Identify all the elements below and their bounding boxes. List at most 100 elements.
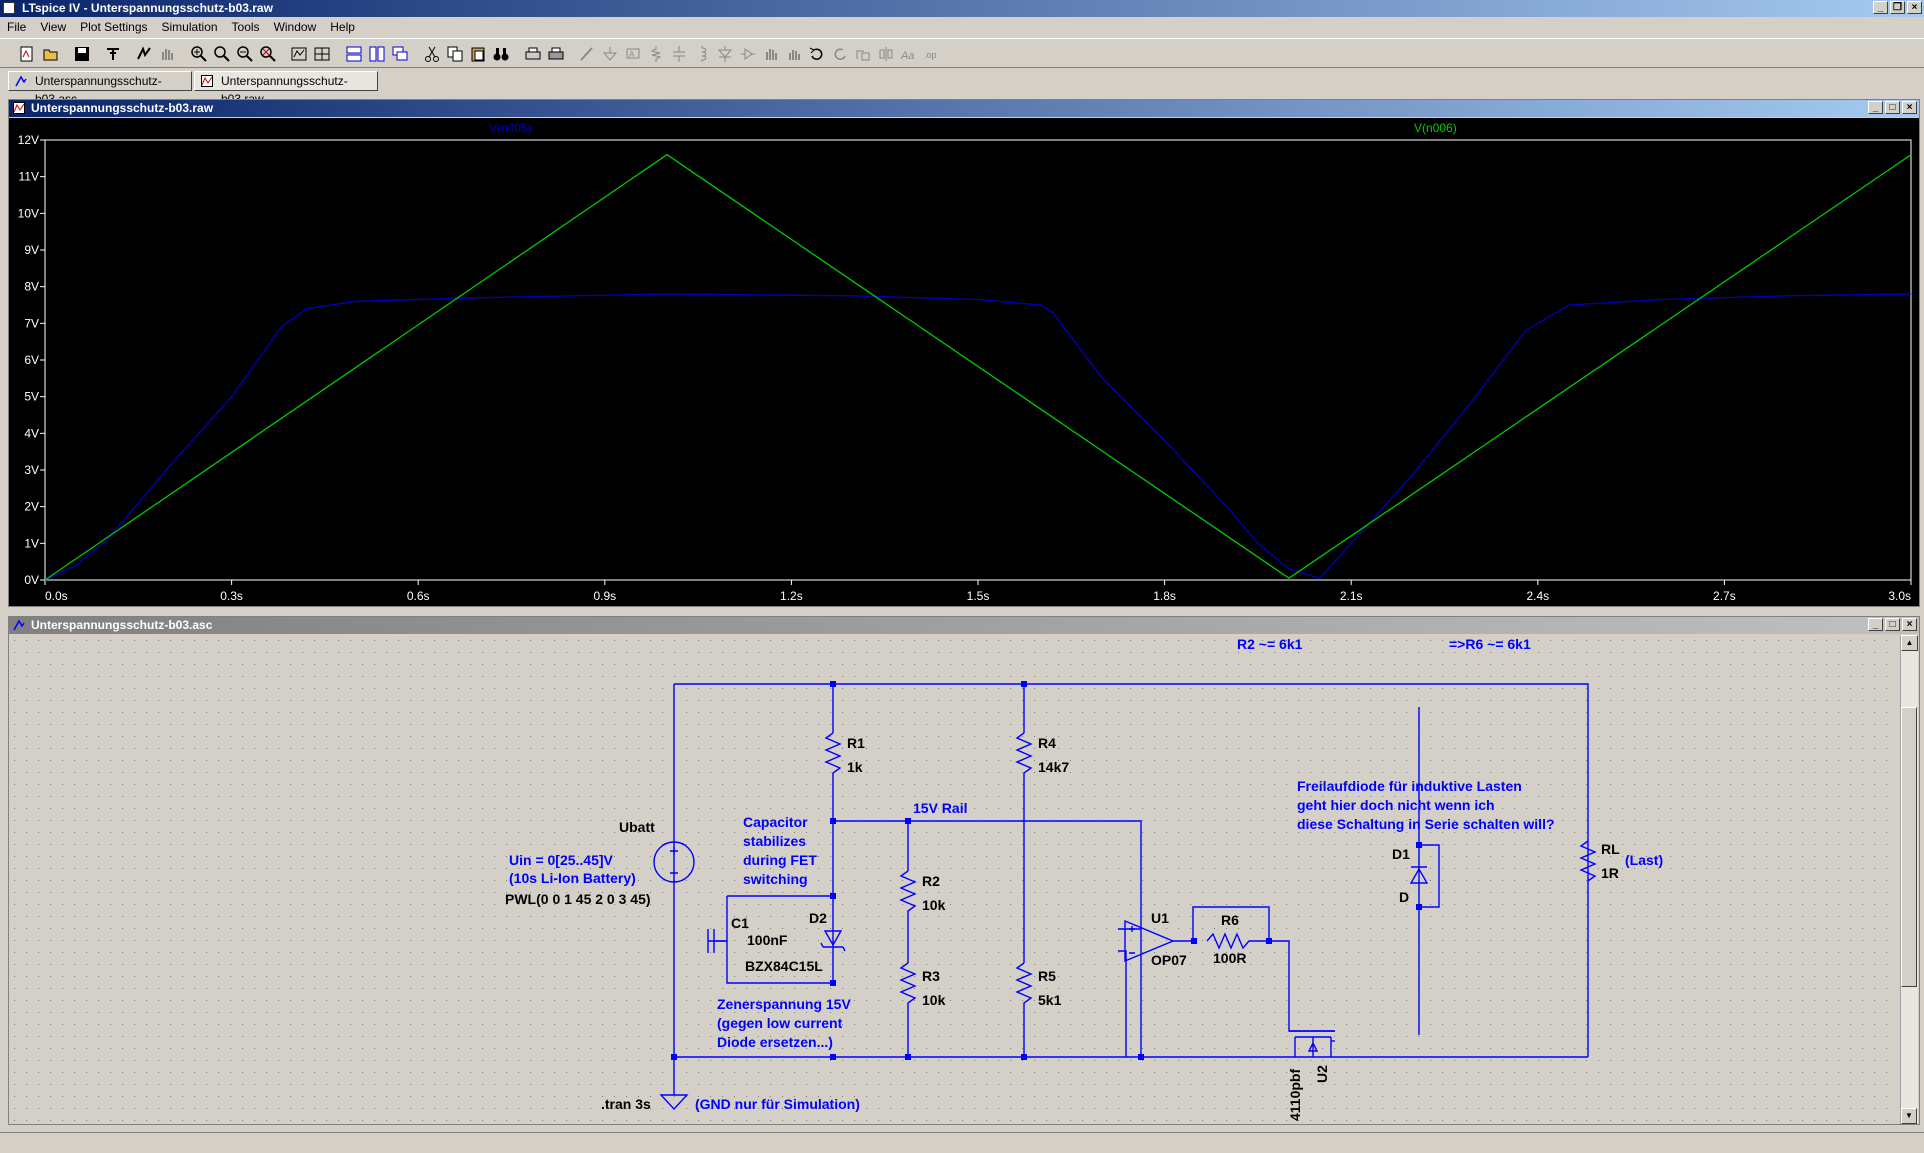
waveform-maximize-button[interactable]: □ — [1885, 101, 1900, 114]
component-icon[interactable] — [739, 45, 757, 63]
top-cut-right-text[interactable]: =>R6 ~= 6k1 — [1449, 636, 1531, 652]
r6-value[interactable]: 100R — [1213, 950, 1246, 966]
print-icon[interactable] — [547, 45, 565, 63]
open-folder-icon[interactable] — [42, 45, 60, 63]
schematic-maximize-button[interactable]: □ — [1885, 618, 1900, 631]
ground-symbol[interactable] — [659, 1094, 689, 1111]
r2-value[interactable]: 10k — [922, 897, 946, 913]
tran-directive[interactable]: .tran 3s — [601, 1096, 651, 1112]
rl-note[interactable]: (Last) — [1625, 852, 1663, 868]
restore-button[interactable]: ❐ — [1890, 1, 1905, 14]
move-hand-icon[interactable] — [762, 45, 780, 63]
diode-icon[interactable] — [716, 45, 734, 63]
find-binoculars-icon[interactable] — [492, 45, 510, 63]
resistor-r5[interactable] — [1015, 962, 1033, 1007]
zoom-in-icon[interactable] — [190, 45, 208, 63]
menu-view[interactable]: View — [40, 20, 67, 34]
menu-window[interactable]: Window — [273, 20, 317, 34]
d2-name[interactable]: D2 — [809, 910, 827, 926]
resistor-icon[interactable] — [647, 45, 665, 63]
ubatt-name[interactable]: Ubatt — [619, 819, 655, 835]
capacitor-c1[interactable] — [707, 929, 727, 953]
cap-note-line-2[interactable]: stabilizes — [743, 833, 806, 849]
save-icon[interactable] — [73, 45, 91, 63]
resistor-r4[interactable] — [1015, 732, 1033, 779]
r5-name[interactable]: R5 — [1038, 968, 1056, 984]
draw-wire-icon[interactable] — [578, 45, 596, 63]
mosfet-u2[interactable] — [1289, 1030, 1335, 1057]
inductor-icon[interactable] — [693, 45, 711, 63]
rail-label[interactable]: 15V Rail — [913, 800, 967, 816]
scroll-up-arrow[interactable]: ▲ — [1901, 635, 1918, 651]
r3-value[interactable]: 10k — [922, 992, 946, 1008]
menu-plot-settings[interactable]: Plot Settings — [80, 20, 148, 34]
pwl-source-spec[interactable]: PWL(0 0 1 45 2 0 3 45) — [505, 891, 651, 907]
resistor-r2[interactable] — [899, 870, 917, 919]
schematic-canvas[interactable]: R2 ~= 6k1 =>R6 ~= 6k1 R1 1k R4 14k7 15V … — [9, 635, 1897, 1124]
uin-line-1[interactable]: Uin = 0[25..45]V — [509, 852, 614, 868]
schematic-vertical-scrollbar[interactable]: ▲ ▼ — [1900, 635, 1918, 1124]
schematic-minimize-button[interactable]: _ — [1868, 618, 1883, 631]
rl-name[interactable]: RL — [1601, 841, 1620, 857]
r2-name[interactable]: R2 — [922, 873, 940, 889]
new-schematic-icon[interactable] — [18, 45, 36, 63]
zener-note-line-1[interactable]: Zenerspannung 15V — [717, 996, 851, 1012]
cap-note-line-1[interactable]: Capacitor — [743, 814, 808, 830]
ground-icon[interactable] — [601, 45, 619, 63]
top-cut-left-text[interactable]: R2 ~= 6k1 — [1237, 636, 1303, 652]
r1-name[interactable]: R1 — [847, 735, 865, 751]
close-button[interactable]: × — [1907, 1, 1922, 14]
tile-vertical-icon[interactable] — [368, 45, 386, 63]
resistor-r3[interactable] — [899, 962, 917, 1007]
r5-value[interactable]: 5k1 — [1038, 992, 1062, 1008]
spice-directive-icon[interactable]: .op — [923, 45, 941, 63]
schematic-close-button[interactable]: × — [1902, 618, 1917, 631]
cursor-icon[interactable] — [313, 45, 331, 63]
zener-note-line-2[interactable]: (gegen low current — [717, 1015, 843, 1031]
resistor-rl[interactable] — [1579, 840, 1597, 882]
tab-schematic[interactable]: Unterspannungsschutz-b03.asc — [8, 71, 192, 106]
waveform-minimize-button[interactable]: _ — [1868, 101, 1883, 114]
label-net-icon[interactable]: A — [624, 45, 642, 63]
mirror-icon[interactable] — [877, 45, 895, 63]
r4-value[interactable]: 14k7 — [1038, 759, 1069, 775]
undo-icon[interactable] — [808, 45, 826, 63]
voltage-source-ubatt[interactable] — [653, 841, 695, 883]
menu-help[interactable]: Help — [330, 20, 355, 34]
capacitor-icon[interactable] — [670, 45, 688, 63]
u2-value[interactable]: 4110pbf — [1287, 1069, 1303, 1121]
freilauf-note-line-2[interactable]: geht hier doch nicht wenn ich — [1297, 797, 1495, 813]
d1-value[interactable]: D — [1399, 889, 1409, 905]
u1-value[interactable]: OP07 — [1151, 952, 1187, 968]
control-panel-icon[interactable] — [104, 45, 122, 63]
cap-note-line-4[interactable]: switching — [743, 871, 808, 887]
trace-vn006[interactable] — [44, 153, 1912, 581]
rl-value[interactable]: 1R — [1601, 865, 1619, 881]
u2-name[interactable]: U2 — [1314, 1065, 1330, 1083]
cut-icon[interactable] — [423, 45, 441, 63]
uin-line-2[interactable]: (10s Li-Ion Battery) — [509, 870, 636, 886]
cascade-icon[interactable] — [391, 45, 409, 63]
trace-vn005[interactable] — [44, 293, 1912, 581]
autorange-icon[interactable] — [290, 45, 308, 63]
halt-hand-icon[interactable] — [158, 45, 176, 63]
diode-d1[interactable] — [1409, 866, 1429, 884]
zoom-fit-icon[interactable] — [259, 45, 277, 63]
cap-note-line-3[interactable]: during FET — [743, 852, 817, 868]
trace-label-vn005[interactable]: V(n005) — [489, 121, 532, 135]
minimize-button[interactable]: _ — [1873, 1, 1888, 14]
redo-icon[interactable] — [831, 45, 849, 63]
r1-value[interactable]: 1k — [847, 759, 863, 775]
scroll-thumb[interactable] — [1901, 707, 1917, 987]
freilauf-note-line-1[interactable]: Freilaufdiode für induktive Lasten — [1297, 778, 1522, 794]
rotate-icon[interactable] — [854, 45, 872, 63]
tab-waveform[interactable]: Unterspannungsschutz-b03.raw — [194, 71, 378, 106]
u1-name[interactable]: U1 — [1151, 910, 1169, 926]
zoom-out-icon[interactable] — [236, 45, 254, 63]
run-icon[interactable] — [135, 45, 153, 63]
d2-value[interactable]: BZX84C15L — [745, 958, 823, 974]
c1-name[interactable]: C1 — [731, 915, 749, 931]
zoom-pan-icon[interactable] — [213, 45, 231, 63]
d1-name[interactable]: D1 — [1392, 846, 1410, 862]
